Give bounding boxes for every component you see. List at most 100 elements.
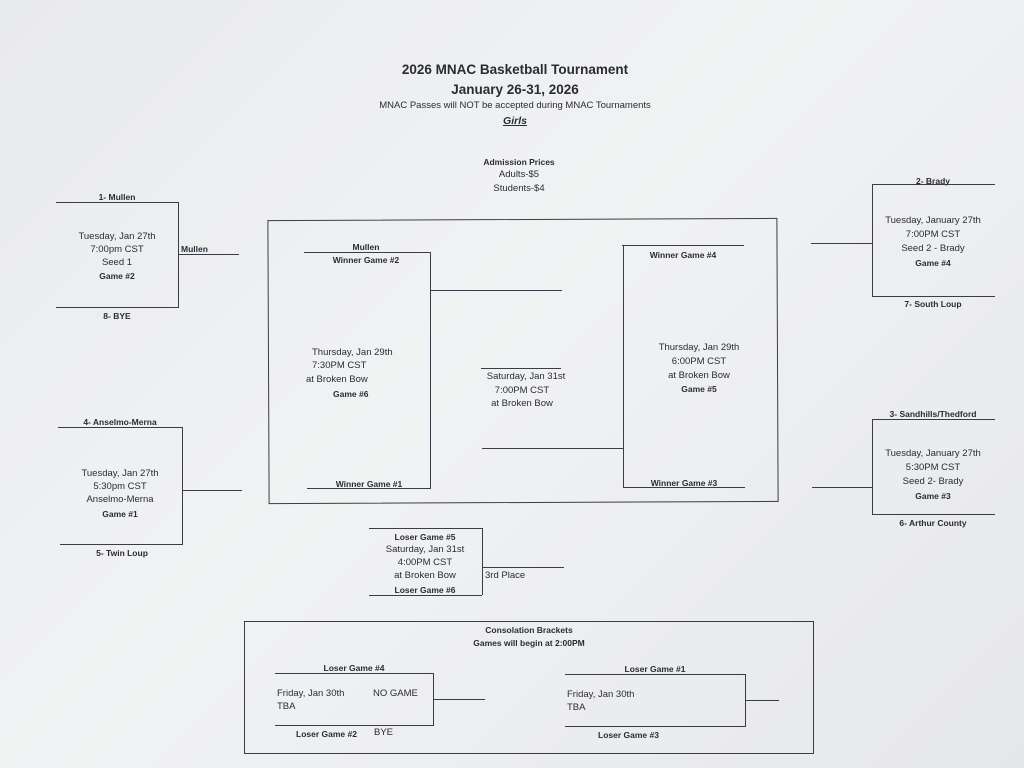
game-4-date: Tuesday, January 27th bbox=[885, 215, 981, 226]
third-place-label: 3rd Place bbox=[485, 570, 526, 581]
third-location: at Broken Bow bbox=[394, 570, 456, 581]
line bbox=[623, 487, 745, 488]
game-4-top-team: 2- Brady bbox=[915, 176, 950, 186]
consolation-left-time: TBA bbox=[277, 701, 296, 712]
page-title: 2026 MNAC Basketball Tournament bbox=[401, 62, 629, 77]
game-2-location: Seed 1 bbox=[101, 257, 133, 268]
line bbox=[183, 490, 242, 491]
third-date: Saturday, Jan 31st bbox=[385, 544, 465, 555]
third-top-slot: Loser Game #5 bbox=[394, 532, 456, 542]
line bbox=[178, 202, 179, 308]
consolation-right-time: TBA bbox=[567, 702, 586, 713]
line bbox=[56, 307, 179, 308]
admission-heading: Admission Prices bbox=[483, 157, 555, 167]
line bbox=[430, 252, 431, 488]
game-4-label: Game #4 bbox=[915, 258, 951, 268]
third-time: 4:00PM CST bbox=[397, 557, 453, 568]
game-3-time: 5:30PM CST bbox=[905, 462, 961, 473]
line bbox=[60, 544, 183, 545]
game-2-time: 7:00pm CST bbox=[90, 244, 144, 255]
line bbox=[369, 595, 482, 596]
line bbox=[565, 726, 746, 727]
line bbox=[565, 674, 746, 675]
game-5-label: Game #5 bbox=[681, 384, 717, 394]
consolation-right-top-slot: Loser Game #1 bbox=[624, 664, 686, 674]
line bbox=[275, 725, 434, 726]
consolation-heading: Consolation Brackets bbox=[485, 625, 573, 635]
line bbox=[275, 673, 434, 674]
line bbox=[304, 252, 430, 253]
game-4-bottom-team: 7- South Loup bbox=[904, 299, 962, 309]
game-6-top-slot: Winner Game #2 bbox=[332, 255, 400, 265]
third-bottom-slot: Loser Game #6 bbox=[394, 585, 456, 595]
line bbox=[872, 296, 995, 297]
line bbox=[872, 514, 995, 515]
final-location: at Broken Bow bbox=[491, 398, 553, 409]
game-3-bottom-team: 6- Arthur County bbox=[899, 518, 967, 528]
game-1-time: 5:30pm CST bbox=[93, 481, 147, 492]
game-5-location: at Broken Bow bbox=[668, 370, 730, 381]
game-6-location: at Broken Bow bbox=[306, 374, 368, 385]
consolation-frame bbox=[244, 621, 814, 754]
game-1-location: Anselmo-Merna bbox=[86, 494, 154, 505]
final-date: Saturday, Jan 31st bbox=[486, 371, 566, 382]
line bbox=[307, 488, 431, 489]
game-4-time: 7:00PM CST bbox=[905, 229, 961, 240]
game-6-time: 7:30PM CST bbox=[312, 360, 367, 371]
line bbox=[482, 448, 624, 449]
line bbox=[434, 699, 485, 700]
consolation-right-date: Friday, Jan 30th bbox=[567, 689, 635, 700]
consolation-right-bottom-slot: Loser Game #3 bbox=[598, 730, 659, 740]
line bbox=[182, 427, 183, 545]
line bbox=[58, 427, 183, 428]
game-1-bottom-team: 5- Twin Loup bbox=[96, 548, 148, 558]
line bbox=[179, 254, 239, 255]
line bbox=[811, 243, 872, 244]
game-2-top-team: 1- Mullen bbox=[98, 192, 136, 202]
line bbox=[481, 368, 561, 369]
game-2-bottom-team: 8- BYE bbox=[103, 311, 131, 321]
division-label: Girls bbox=[503, 115, 527, 127]
final-time: 7:00PM CST bbox=[494, 385, 550, 396]
line bbox=[872, 419, 995, 420]
game-1-date: Tuesday, Jan 27th bbox=[81, 468, 159, 479]
passes-notice: MNAC Passes will NOT be accepted during … bbox=[379, 100, 651, 111]
game-3-label: Game #3 bbox=[915, 491, 951, 501]
consolation-left-note: NO GAME bbox=[373, 688, 418, 699]
game-3-top-team: 3- Sandhills/Thedford bbox=[889, 409, 977, 419]
game-2-label: Game #2 bbox=[99, 271, 135, 281]
consolation-subheading: Games will begin at 2:00PM bbox=[473, 638, 585, 648]
admission-adults: Adults-$5 bbox=[498, 169, 540, 180]
line bbox=[746, 700, 779, 701]
line bbox=[430, 290, 562, 291]
game-6-bottom-slot: Winner Game #1 bbox=[335, 479, 403, 489]
line bbox=[872, 419, 873, 515]
game-5-top-slot: Winner Game #4 bbox=[649, 250, 717, 260]
game-6-label: Game #6 bbox=[333, 389, 369, 399]
game-6-date: Thursday, Jan 29th bbox=[312, 347, 393, 358]
line bbox=[812, 487, 872, 488]
tournament-dates: January 26-31, 2026 bbox=[451, 82, 579, 97]
line bbox=[623, 245, 624, 487]
game-4-location: Seed 2 - Brady bbox=[901, 243, 965, 254]
line bbox=[433, 673, 434, 725]
line bbox=[482, 528, 483, 595]
game-6-advanced-team: Mullen bbox=[352, 242, 380, 252]
game-5-time: 6:00PM CST bbox=[671, 356, 727, 367]
line bbox=[872, 184, 995, 185]
line bbox=[482, 567, 564, 568]
line bbox=[745, 674, 746, 726]
consolation-left-date: Friday, Jan 30th bbox=[277, 688, 345, 699]
game-5-bottom-slot: Winner Game #3 bbox=[650, 478, 718, 488]
admission-students: Students-$4 bbox=[493, 183, 545, 194]
game-3-location: Seed 2- Brady bbox=[902, 476, 964, 487]
game-2-winner: Mullen bbox=[181, 244, 208, 254]
game-2-date: Tuesday, Jan 27th bbox=[78, 231, 156, 242]
game-5-date: Thursday, Jan 29th bbox=[658, 342, 740, 353]
line bbox=[622, 245, 744, 246]
game-3-date: Tuesday, January 27th bbox=[885, 448, 981, 459]
line bbox=[872, 184, 873, 297]
line bbox=[56, 202, 179, 203]
game-1-label: Game #1 bbox=[102, 509, 138, 519]
consolation-left-top-slot: Loser Game #4 bbox=[323, 663, 385, 673]
